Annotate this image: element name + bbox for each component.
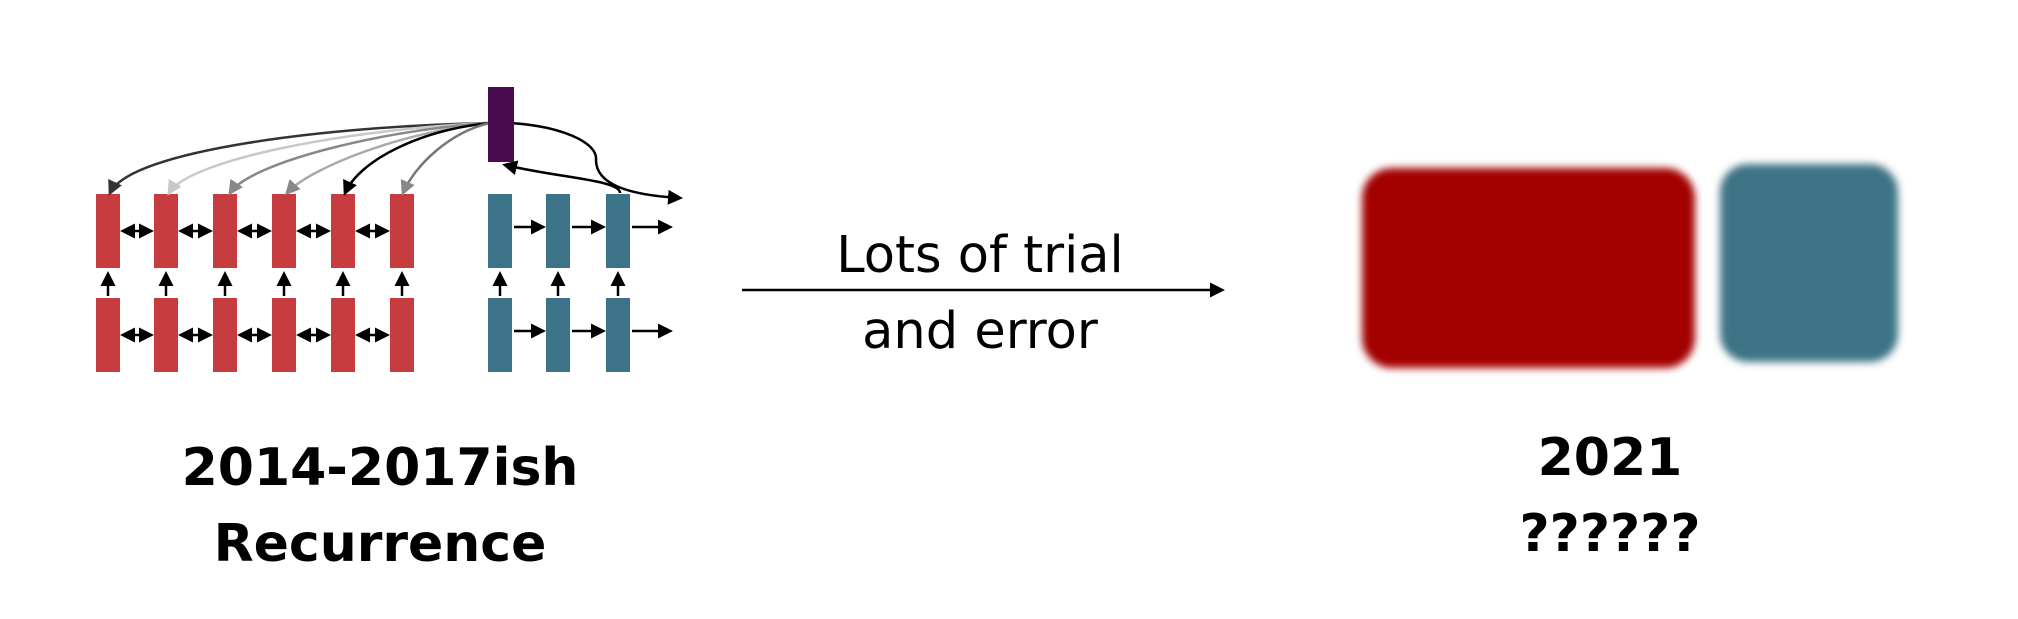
arrow-caption-line2: and error: [862, 302, 1098, 361]
query-feedback-arrow: [502, 160, 622, 194]
arrow-caption-line1: Lots of trial: [836, 226, 1124, 285]
encoder-bottom-cell: [390, 298, 414, 372]
attention-query-block: [488, 87, 514, 162]
future-block-left: [1362, 168, 1695, 368]
encoder-top-cell: [96, 194, 120, 268]
encoder-top-cell: [390, 194, 414, 268]
encoder-top-cell: [272, 194, 296, 268]
encoder-top-cell: [154, 194, 178, 268]
attention-arrow-1: [108, 121, 491, 196]
decoder-bottom-cell: [488, 298, 512, 372]
left-caption: 2014-2017ish Recurrence: [130, 430, 630, 582]
encoder-top-cell: [213, 194, 237, 268]
attention-arrow-6: [400, 121, 491, 196]
encoder-bottom-cell: [154, 298, 178, 372]
attention-arrows: [108, 87, 683, 205]
decoder-bottom-cell: [546, 298, 570, 372]
encoder-stack: [96, 194, 414, 372]
right-caption: 2021 ??????: [1410, 420, 1810, 572]
encoder-top-cell: [331, 194, 355, 268]
decoder-top-cell: [546, 194, 570, 268]
attention-arrow-5: [343, 121, 491, 196]
decoder-bottom-cell: [606, 298, 630, 372]
encoder-bottom-cell: [272, 298, 296, 372]
future-architecture: [1362, 164, 1898, 368]
right-caption-line1: 2021: [1537, 428, 1683, 488]
query-output-loop: [509, 121, 683, 205]
left-caption-line1: 2014-2017ish: [181, 438, 579, 498]
encoder-bottom-cell: [331, 298, 355, 372]
encoder-bottom-cell: [96, 298, 120, 372]
arrow-caption: Lots of trial and error: [780, 218, 1180, 370]
decoder-stack: [488, 194, 673, 372]
attention-arrow-2: [167, 121, 491, 196]
left-caption-line2: Recurrence: [213, 514, 547, 574]
decoder-top-cell: [606, 194, 630, 268]
attention-arrow-3: [228, 121, 491, 196]
future-block-right: [1720, 164, 1898, 362]
encoder-bottom-cell: [213, 298, 237, 372]
decoder-top-cell: [488, 194, 512, 268]
right-caption-line2: ??????: [1519, 504, 1701, 564]
